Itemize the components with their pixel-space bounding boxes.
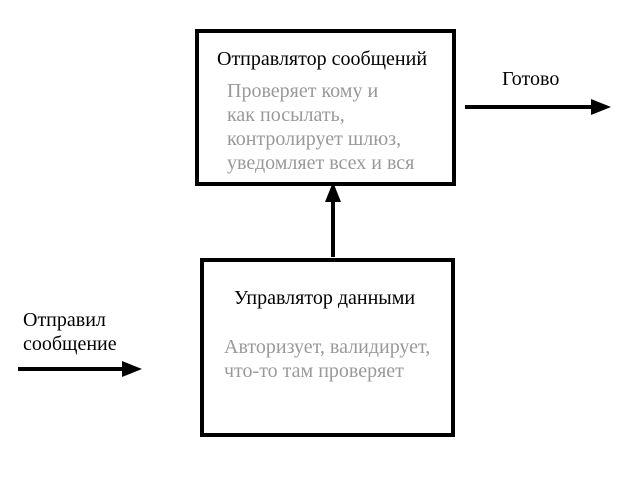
sender-desc-line: уведомляет всех и вся (227, 152, 415, 174)
sender-desc-line: Проверяет кому и (227, 80, 379, 102)
sender-desc-line: контролирует шлюз, (227, 128, 402, 150)
input-label: Отправил сообщение (23, 308, 117, 356)
sender-box: Отправлятор сообщений Проверяет кому и к… (195, 29, 456, 186)
sender-box-title: Отправлятор сообщений (217, 48, 428, 70)
input-arrow (18, 361, 142, 377)
data-manager-box-title: Управлятор данными (234, 287, 416, 309)
sender-desc-line: как посылать, (227, 104, 345, 126)
data-manager-box: Управлятор данными Авторизует, валидируе… (200, 258, 455, 437)
input-label-line1: Отправил (23, 309, 106, 331)
output-label: Готово (502, 68, 560, 90)
data-desc-line: Авторизует, валидирует, (224, 336, 431, 358)
data-desc-line: что-то там проверяет (224, 360, 404, 382)
output-arrow (465, 99, 611, 115)
flow-up-arrow (325, 182, 341, 257)
data-manager-box-description: Авторизует, валидирует, что-то там прове… (224, 335, 430, 383)
input-label-line2: сообщение (23, 333, 117, 355)
sender-box-description: Проверяет кому и как посылать, контролир… (227, 79, 414, 175)
